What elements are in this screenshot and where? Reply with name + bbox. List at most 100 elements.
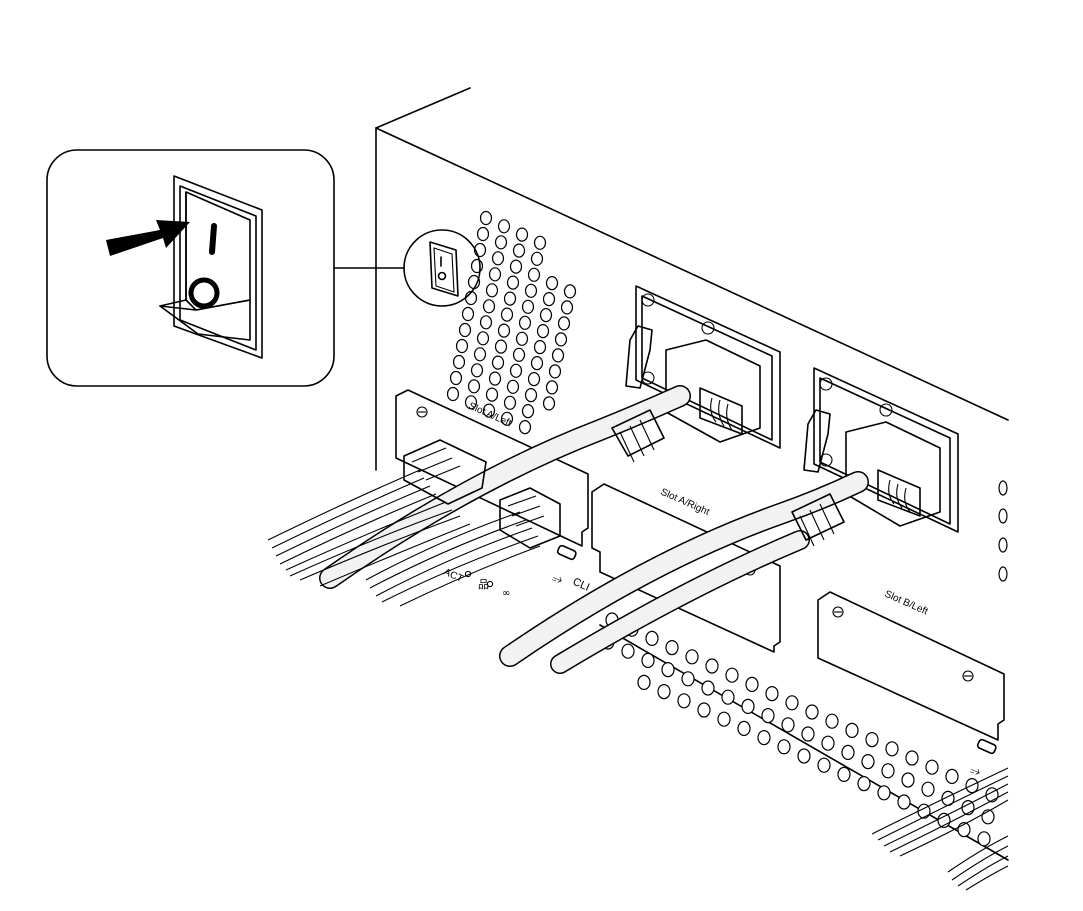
vent-hole-icon bbox=[637, 674, 651, 691]
vent-hole-icon bbox=[901, 772, 915, 788]
vent-hole-icon bbox=[721, 689, 735, 705]
vent-hole-icon bbox=[685, 649, 699, 665]
vent-hole-icon bbox=[551, 348, 565, 363]
vent-hole-icon bbox=[524, 283, 538, 298]
vent-hole-icon bbox=[512, 347, 526, 362]
usb-port[interactable] bbox=[556, 544, 577, 561]
vent-hole-icon bbox=[530, 356, 544, 371]
vent-hole-icon bbox=[446, 386, 460, 402]
vent-hole-icon bbox=[488, 371, 502, 386]
vent-hole-icon bbox=[494, 339, 508, 354]
slot-a-left-module: Slot A/Left CLI ACT ⭌ 品 ∞ bbox=[395, 389, 592, 599]
vent-hole-icon bbox=[539, 308, 553, 323]
vent-hole-icon bbox=[661, 661, 675, 678]
vent-hole-icon bbox=[464, 395, 478, 410]
vent-hole-icon bbox=[697, 702, 711, 718]
vent-hole-icon bbox=[845, 722, 859, 739]
vent-hole-icon bbox=[458, 322, 472, 338]
fiber-cables-right bbox=[365, 487, 561, 607]
cli-label: CLI bbox=[571, 576, 592, 594]
network-icon: 品 bbox=[478, 578, 489, 591]
vent-hole-icon bbox=[554, 332, 568, 347]
chassis-body bbox=[375, 87, 1009, 861]
vent-hole-icon bbox=[765, 685, 779, 702]
vent-hole-icon bbox=[881, 763, 895, 779]
vent-hole-icon bbox=[503, 291, 517, 306]
vent-hole-icon bbox=[805, 704, 819, 720]
vent-hole-icon bbox=[455, 338, 469, 354]
vent-hole-icon bbox=[485, 283, 499, 298]
vent-hole-icon bbox=[837, 766, 851, 783]
vent-hole-icon bbox=[841, 744, 855, 761]
vent-hole-icon bbox=[681, 671, 695, 687]
vent-hole-icon bbox=[470, 363, 484, 378]
vent-hole-icon bbox=[470, 258, 484, 274]
vent-hole-icon bbox=[521, 299, 535, 314]
link-icon: ∞ bbox=[502, 588, 510, 599]
vent-hole-icon bbox=[485, 387, 499, 402]
vent-hole-icon bbox=[857, 775, 871, 792]
vent-hole-icon bbox=[797, 748, 811, 764]
vent-hole-icon bbox=[506, 379, 520, 394]
vent-hole-icon bbox=[497, 219, 511, 234]
fiber-cables-bottom bbox=[871, 767, 1009, 891]
vent-hole-icon bbox=[512, 243, 526, 258]
vent-hole-icon bbox=[757, 729, 771, 746]
vent-hole-icon bbox=[745, 676, 759, 693]
vent-hole-icon bbox=[705, 658, 719, 674]
vent-hole-icon bbox=[476, 226, 490, 242]
vent-hole-icon bbox=[801, 726, 815, 742]
power-cable-2 bbox=[499, 471, 869, 674]
vent-hole-icon bbox=[518, 420, 532, 435]
power-switch-icon[interactable] bbox=[403, 229, 481, 307]
vent-hole-icon bbox=[503, 395, 517, 410]
vent-hole-icon bbox=[500, 411, 514, 426]
vent-hole-icon bbox=[945, 768, 959, 785]
vent-hole-icon bbox=[533, 235, 547, 250]
vent-hole-icon bbox=[861, 753, 875, 770]
vent-hole-icon bbox=[518, 315, 532, 330]
vent-hole-icon bbox=[545, 380, 559, 395]
vent-hole-icon bbox=[545, 276, 559, 291]
vent-hole-icon bbox=[449, 370, 463, 386]
vent-hole-icon bbox=[479, 210, 493, 226]
vent-hole-icon bbox=[494, 235, 508, 250]
vent-hole-icon bbox=[482, 299, 496, 314]
fiber-cables-left bbox=[267, 439, 487, 587]
switch-callout-box bbox=[46, 149, 335, 387]
vent-hole-icon bbox=[515, 227, 529, 242]
vent-hole-icon bbox=[542, 396, 556, 411]
vent-hole-icon bbox=[479, 315, 493, 330]
usb-icon-b: ⭌ bbox=[969, 762, 984, 779]
vent-hole-icon bbox=[665, 639, 679, 656]
usb-port-b[interactable] bbox=[976, 738, 997, 755]
vent-grid-upper bbox=[446, 210, 577, 435]
vent-hole-icon bbox=[527, 372, 541, 387]
vent-hole-icon bbox=[533, 340, 547, 355]
vent-hole-icon bbox=[515, 331, 529, 346]
vent-hole-icon bbox=[761, 707, 775, 724]
vent-hole-icon bbox=[717, 711, 731, 727]
vent-hole-icon bbox=[821, 735, 835, 751]
power-cable-1 bbox=[319, 385, 691, 589]
vent-hole-icon bbox=[897, 794, 911, 810]
vent-hole-icon bbox=[921, 781, 935, 797]
vent-hole-icon bbox=[473, 347, 487, 362]
vent-hole-icon bbox=[557, 316, 571, 331]
vent-hole-icon bbox=[877, 785, 891, 801]
vent-hole-icon bbox=[741, 698, 755, 715]
vent-hole-icon bbox=[521, 404, 535, 419]
vent-hole-icon bbox=[527, 267, 541, 282]
vent-hole-icon bbox=[491, 251, 505, 266]
vent-hole-icon bbox=[701, 680, 715, 696]
vent-hole-icon bbox=[781, 717, 795, 733]
vent-hole-icon bbox=[725, 667, 739, 683]
vent-hole-icon bbox=[977, 831, 991, 847]
vent-hole-icon bbox=[905, 750, 919, 766]
usb-icon: ⭌ bbox=[551, 570, 566, 587]
arrow-icon bbox=[106, 220, 190, 256]
vent-hole-icon bbox=[500, 307, 514, 322]
vent-hole-icon bbox=[491, 355, 505, 370]
vent-hole-icon bbox=[476, 331, 490, 346]
